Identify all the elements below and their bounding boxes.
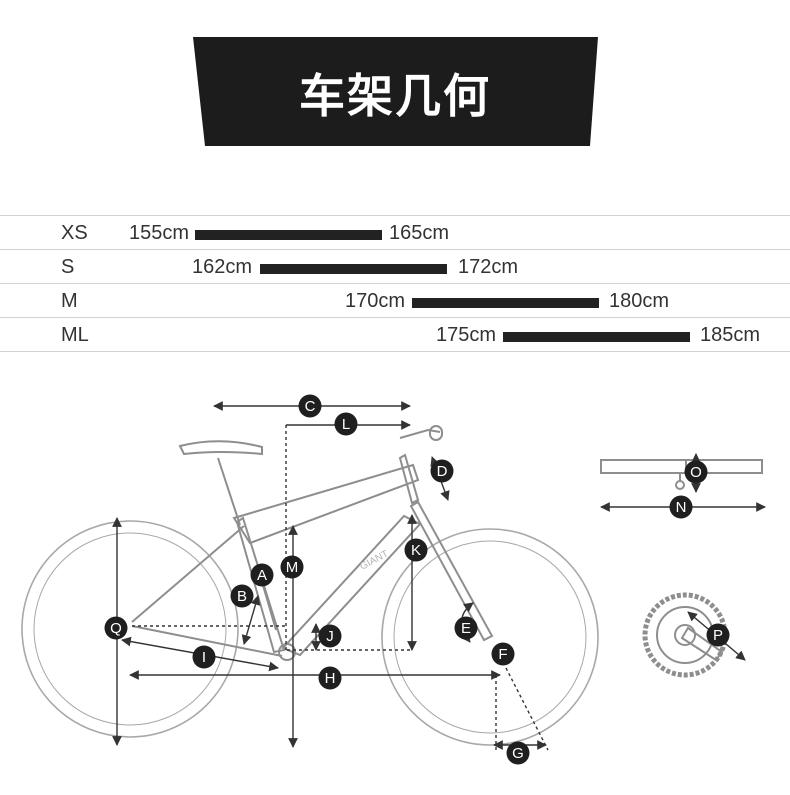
frame-brand-text: GIANT — [358, 549, 390, 573]
label-q-marker: Q — [104, 616, 128, 640]
height-min: 170cm — [344, 290, 405, 312]
label-l: L — [342, 416, 350, 433]
label-n-marker: N — [669, 495, 693, 519]
size-name: XS — [61, 222, 88, 244]
label-k-marker: K — [404, 538, 428, 562]
height-range-bar — [503, 332, 690, 342]
label-p: P — [713, 627, 723, 644]
label-l-marker: L — [334, 412, 358, 436]
page-title: 车架几何 — [299, 69, 491, 123]
label-c-marker: C — [298, 394, 322, 418]
geometry-diagram: GIANT — [21, 394, 766, 765]
label-f-marker: F — [491, 642, 515, 666]
height-range-bar — [260, 264, 447, 274]
label-g-marker: G — [506, 741, 530, 765]
label-q: Q — [110, 620, 122, 637]
size-row-xs: XS 155cm 165cm — [0, 215, 790, 249]
label-i-marker: I — [192, 645, 216, 669]
label-j-marker: J — [318, 624, 342, 648]
height-max: 172cm — [458, 256, 519, 278]
size-name: ML — [61, 324, 89, 346]
label-h: H — [325, 670, 336, 687]
label-d: D — [437, 463, 448, 480]
label-b-marker: B — [230, 584, 254, 608]
label-o: O — [690, 464, 702, 481]
banner-shape — [193, 37, 598, 146]
label-n: N — [676, 499, 687, 516]
height-range-bar — [195, 230, 382, 240]
label-k: K — [411, 542, 421, 559]
label-a-marker: A — [250, 563, 274, 587]
size-table: XS 155cm 165cm S 162cm 172cm M 170cm 180… — [0, 215, 790, 352]
size-name: S — [61, 256, 75, 278]
crankset-inset — [642, 592, 746, 678]
size-row-s: S 162cm 172cm — [0, 249, 790, 283]
label-d-marker: D — [430, 459, 454, 483]
label-i: I — [202, 649, 206, 666]
front-wheel — [381, 528, 599, 746]
bike-frame — [131, 425, 494, 661]
label-m: M — [286, 559, 299, 576]
size-row-m: M 170cm 180cm — [0, 283, 790, 317]
rear-wheel — [21, 520, 239, 738]
label-b: B — [237, 588, 247, 605]
height-min: 162cm — [191, 256, 252, 278]
label-c: C — [305, 398, 316, 415]
height-max: 185cm — [700, 324, 761, 346]
label-g: G — [512, 745, 524, 762]
height-min: 155cm — [128, 222, 189, 244]
title-banner: 车架几何 — [0, 0, 790, 160]
label-j: J — [326, 628, 334, 645]
height-max: 180cm — [609, 290, 670, 312]
label-f: F — [498, 646, 507, 663]
size-name: M — [61, 290, 78, 312]
height-min: 175cm — [435, 324, 496, 346]
height-max: 165cm — [389, 222, 450, 244]
dimension-lines — [112, 401, 549, 751]
size-row-ml: ML 175cm 185cm — [0, 317, 790, 352]
label-a: A — [257, 567, 267, 584]
label-m-marker: M — [280, 555, 304, 579]
label-p-marker: P — [706, 623, 730, 647]
label-h-marker: H — [318, 666, 342, 690]
label-e: E — [461, 620, 471, 637]
label-e-marker: E — [454, 616, 478, 640]
label-o-marker: O — [684, 460, 708, 484]
height-range-bar — [412, 298, 599, 308]
